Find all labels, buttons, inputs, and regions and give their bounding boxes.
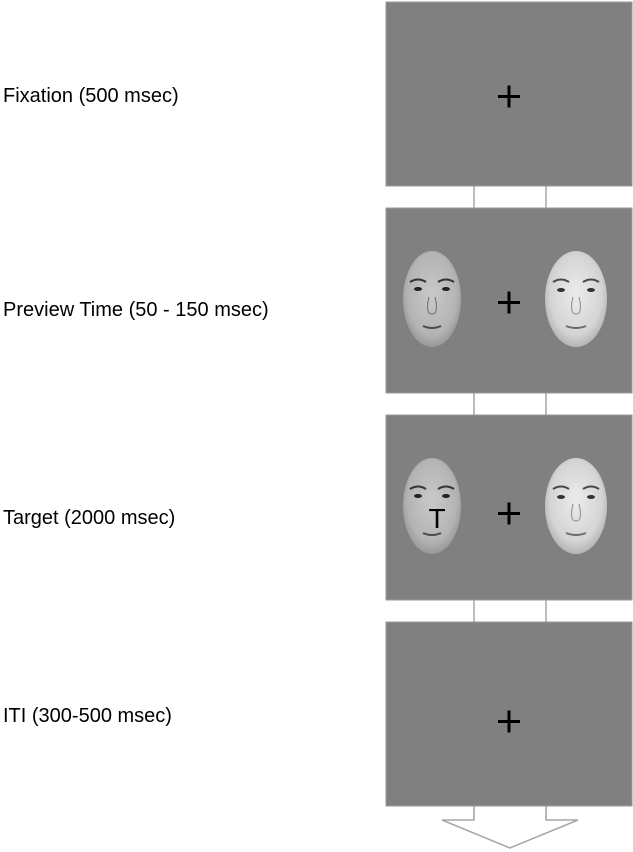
frame-label-fixation: Fixation (500 msec) [3,85,179,107]
face-right-icon [545,251,607,347]
frame-label-target: Target (2000 msec) [3,507,176,529]
target-letter: T [428,503,445,534]
frame-target: T [385,414,633,601]
plus-cross-icon [498,502,520,525]
face-left-icon [403,458,461,554]
face-right-icon [545,458,607,554]
plus-cross-icon [498,85,520,108]
frame-label-iti: ITI (300-500 msec) [3,705,172,727]
plus-cross-icon [498,291,520,314]
frame-fixation [385,1,633,187]
plus-cross-icon [498,710,520,733]
frame-label-preview: Preview Time (50 - 150 msec) [3,299,269,321]
face-left-icon [403,251,461,347]
frame-iti [385,621,633,807]
frame-preview [385,207,633,394]
down-arrow-icon [441,806,579,849]
